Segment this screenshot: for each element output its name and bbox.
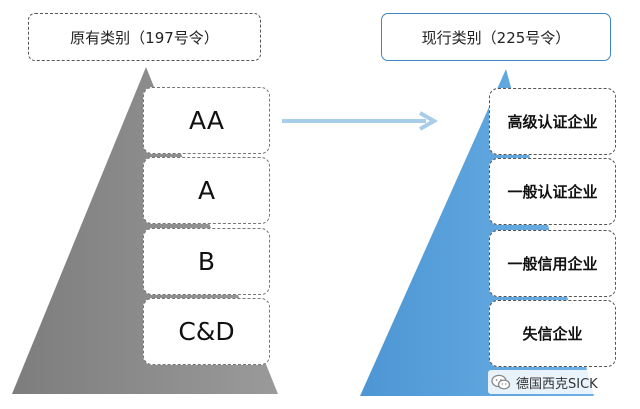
left-tier-aa: AA (143, 87, 270, 154)
current-category-title-text: 现行类别（225号令） (421, 28, 571, 47)
left-tier-label: AA (189, 106, 224, 135)
current-category-title: 现行类别（225号令） (381, 13, 611, 61)
right-tier-advanced-certified: 高级认证企业 (489, 88, 616, 155)
right-tier-general-certified: 一般认证企业 (489, 158, 616, 225)
left-tier-b: B (143, 228, 270, 295)
transition-arrow (282, 111, 439, 131)
original-category-title: 原有类别（197号令） (28, 13, 261, 61)
left-tier-label: C&D (178, 317, 235, 346)
right-tier-label: 一般认证企业 (507, 183, 598, 201)
watermark: 德国西克SICK (488, 370, 601, 394)
right-tier-dishonest: 失信企业 (489, 300, 616, 367)
watermark-text: 德国西克SICK (516, 376, 598, 392)
right-tier-label: 一般信用企业 (507, 255, 598, 273)
left-tier-label: A (197, 176, 216, 205)
right-tier-general-credit: 一般信用企业 (489, 230, 616, 297)
original-category-title-text: 原有类别（197号令） (70, 28, 219, 47)
left-tier-a: A (143, 157, 270, 224)
left-tier-label: B (197, 247, 216, 276)
left-tier-cd: C&D (143, 298, 270, 365)
wechat-icon (491, 374, 511, 390)
right-tier-label: 失信企业 (522, 325, 583, 343)
right-tier-label: 高级认证企业 (507, 113, 598, 131)
